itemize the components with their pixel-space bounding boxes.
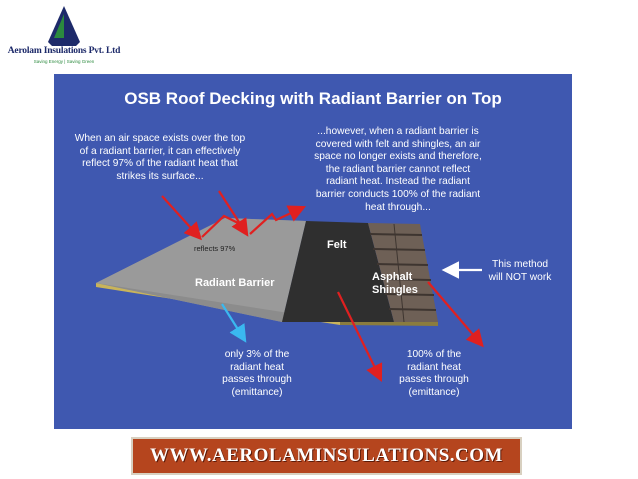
roof-diagram-graphic <box>96 190 484 382</box>
felt-label: Felt <box>327 239 347 251</box>
felt-layer <box>282 221 394 322</box>
company-name: Aerolam Insulations Pvt. Ltd <box>7 46 121 56</box>
company-tagline: Saving Energy | Saving Green <box>33 59 95 64</box>
left-note: When an air space exists over the top of… <box>74 133 246 182</box>
conducted-heat-arrow <box>337 291 383 382</box>
asphalt-shingles-label: Asphalt Shingles <box>372 271 418 296</box>
asphalt-shingles <box>368 223 438 323</box>
method-note: This method will NOT work <box>488 259 552 283</box>
diagram-title: OSB Roof Decking with Radiant Barrier on… <box>124 89 502 108</box>
website-banner[interactable]: WWW.AEROLAMINSULATIONS.COM <box>131 437 522 475</box>
right-note: ...however, when a radiant barrier is co… <box>314 126 482 213</box>
radiant-barrier-label: Radiant Barrier <box>195 277 275 289</box>
diagram-panel: OSB Roof Decking with Radiant Barrier on… <box>54 74 572 429</box>
emittance-arrow <box>221 303 247 343</box>
company-logo: Aerolam Insulations Pvt. Ltd Saving Ener… <box>4 4 124 64</box>
reflects-label: reflects 97% <box>194 244 236 253</box>
logo-mark-icon <box>48 6 80 46</box>
bottom-left-note: only 3% of the radiant heat passes throu… <box>222 349 292 398</box>
website-url[interactable]: WWW.AEROLAMINSULATIONS.COM <box>150 445 503 466</box>
incoming-heat-arrow <box>161 195 202 241</box>
bottom-right-note: 100% of the radiant heat passes through … <box>399 349 469 398</box>
